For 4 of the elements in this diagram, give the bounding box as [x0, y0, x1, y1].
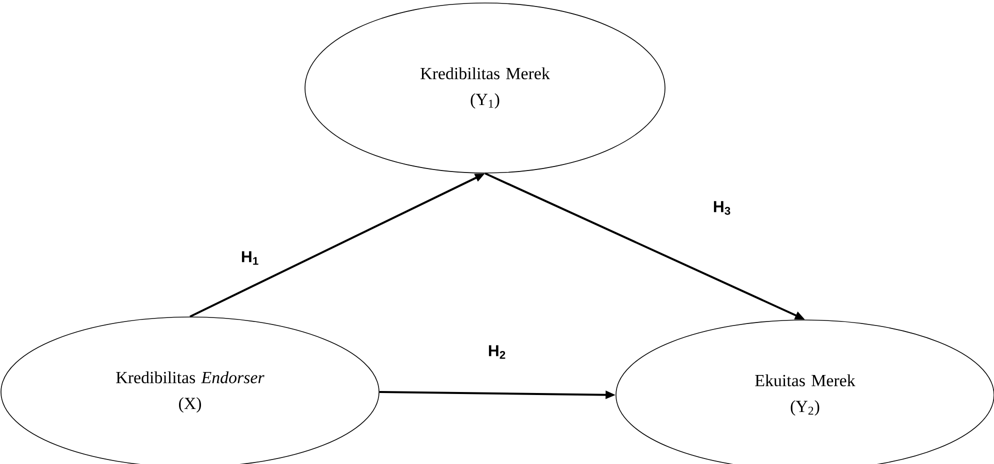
edge-label: H$_{2}$	[486, 344, 508, 360]
edge-label: H$_{3}$	[712, 200, 732, 216]
edge-label: H$_{1}$	[240, 250, 260, 266]
ellipse-node: Kredibilitas Merek (Y$_{1}$)	[304, 2, 666, 174]
